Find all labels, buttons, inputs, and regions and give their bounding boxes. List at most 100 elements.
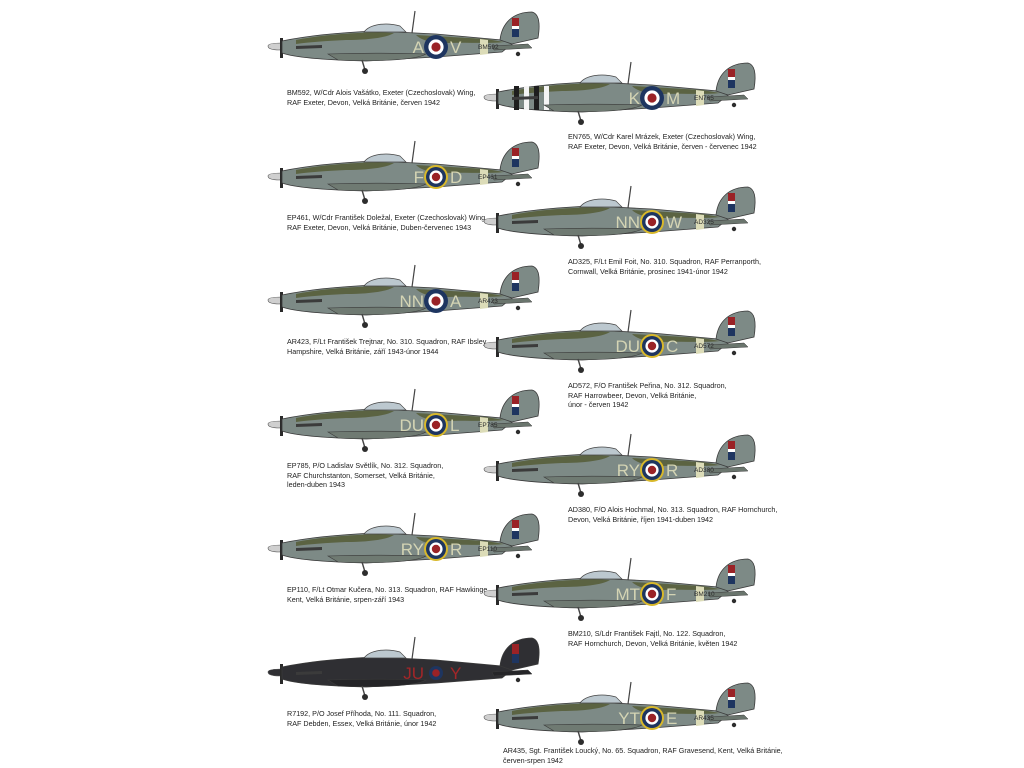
camouflage-pattern [512,703,610,715]
spinner-icon [267,668,283,677]
squadron-code: V [450,38,462,57]
spitfire-icon: A V BM592 [267,10,540,74]
wing [542,103,644,113]
serial-number: EP461 [478,174,498,181]
roundel-icon [431,42,441,52]
exhaust-stacks [512,716,538,720]
tail-wheel-icon [731,350,737,356]
aircraft-caption: R7192, P/O Josef Příhoda, No. 111. Squad… [287,709,437,728]
tail-fin [715,186,756,220]
squadron-code: F [414,168,424,187]
tail-wheel-icon [515,553,521,559]
squadron-code: W [666,213,682,232]
propeller-icon [496,89,499,109]
serial-number: EN765 [694,95,714,102]
wheel-icon [578,243,584,249]
exhaust-stacks [512,592,538,596]
wheel-icon [362,198,368,204]
aircraft-caption: AR435, Sgt. František Loucký, No. 65. Sq… [503,746,783,765]
propeller-icon [496,461,499,481]
fin-flash [728,689,735,697]
spinner-icon [267,420,283,429]
tailplane [707,94,749,102]
tail-fin [499,265,540,299]
squadron-code: NN [399,292,424,311]
serial-number: AR423 [478,298,498,305]
antenna-mast [627,309,632,333]
spinner-icon [483,93,499,102]
fin-flash [728,565,735,573]
fuselage-band [480,293,488,309]
fin-flash [728,576,735,584]
fin-flash [512,272,519,280]
squadron-code: R [450,540,462,559]
serial-number: AR435 [694,715,714,722]
squadron-code: C [666,337,678,356]
fin-flash [512,283,519,291]
squadron-code: D [450,168,462,187]
canopy [579,446,623,456]
spinner-icon [483,217,499,226]
fin-flash [512,404,519,407]
aircraft-profile: A V BM592 [266,4,542,76]
roundel-icon [647,341,657,351]
tail-wheel-icon [731,722,737,728]
squadron-code: NN [615,213,640,232]
propeller-icon [280,540,283,560]
squadron-code: M [666,89,680,108]
fin-flash [728,193,735,201]
tail-fin [715,558,756,592]
fin-flash [728,325,735,328]
fin-flash [728,328,735,336]
antenna-mast [627,61,632,85]
tail-wheel-icon [515,677,521,683]
exhaust-stacks [296,547,322,551]
serial-number: BM592 [478,44,499,51]
antenna-mast [411,10,416,34]
canopy [363,277,407,287]
squadron-code: A [413,38,425,57]
canopy [363,525,407,535]
tail-wheel-icon [731,102,737,108]
squadron-code: RY [401,540,424,559]
wheel-icon [362,570,368,576]
fin-flash [728,449,735,452]
propeller-icon [280,416,283,436]
fin-flash [512,644,519,654]
tail-fin [499,11,540,45]
propeller-icon [280,292,283,312]
serial-number: AD572 [694,343,714,350]
fuselage-band [480,417,488,433]
fin-flash [512,654,519,663]
squadron-code: DU [399,416,424,435]
tail-fin [715,682,756,716]
wheel-icon [578,119,584,125]
tail-wheel-icon [515,305,521,311]
roundel-icon [431,296,441,306]
canopy [363,153,407,163]
tail-wheel-icon [515,429,521,435]
wheel-icon [362,694,368,700]
fin-flash [512,396,519,404]
camouflage-pattern [512,331,610,343]
tailplane [707,714,749,722]
tailplane [491,297,533,305]
aircraft-caption: EP785, P/O Ladislav Světlík, No. 312. Sq… [287,461,444,490]
tailplane [707,342,749,350]
exhaust-stacks [296,423,322,427]
fin-flash [728,697,735,700]
identification-stripe [544,86,549,110]
tail-fin [715,310,756,344]
aircraft-caption: AR423, F/Lt František Trejtnar, No. 310.… [287,337,488,356]
canopy [579,570,623,580]
squadron-code: E [666,709,677,728]
spinner-icon [483,713,499,722]
squadron-code: Y [450,664,461,683]
tail-fin [499,513,540,547]
